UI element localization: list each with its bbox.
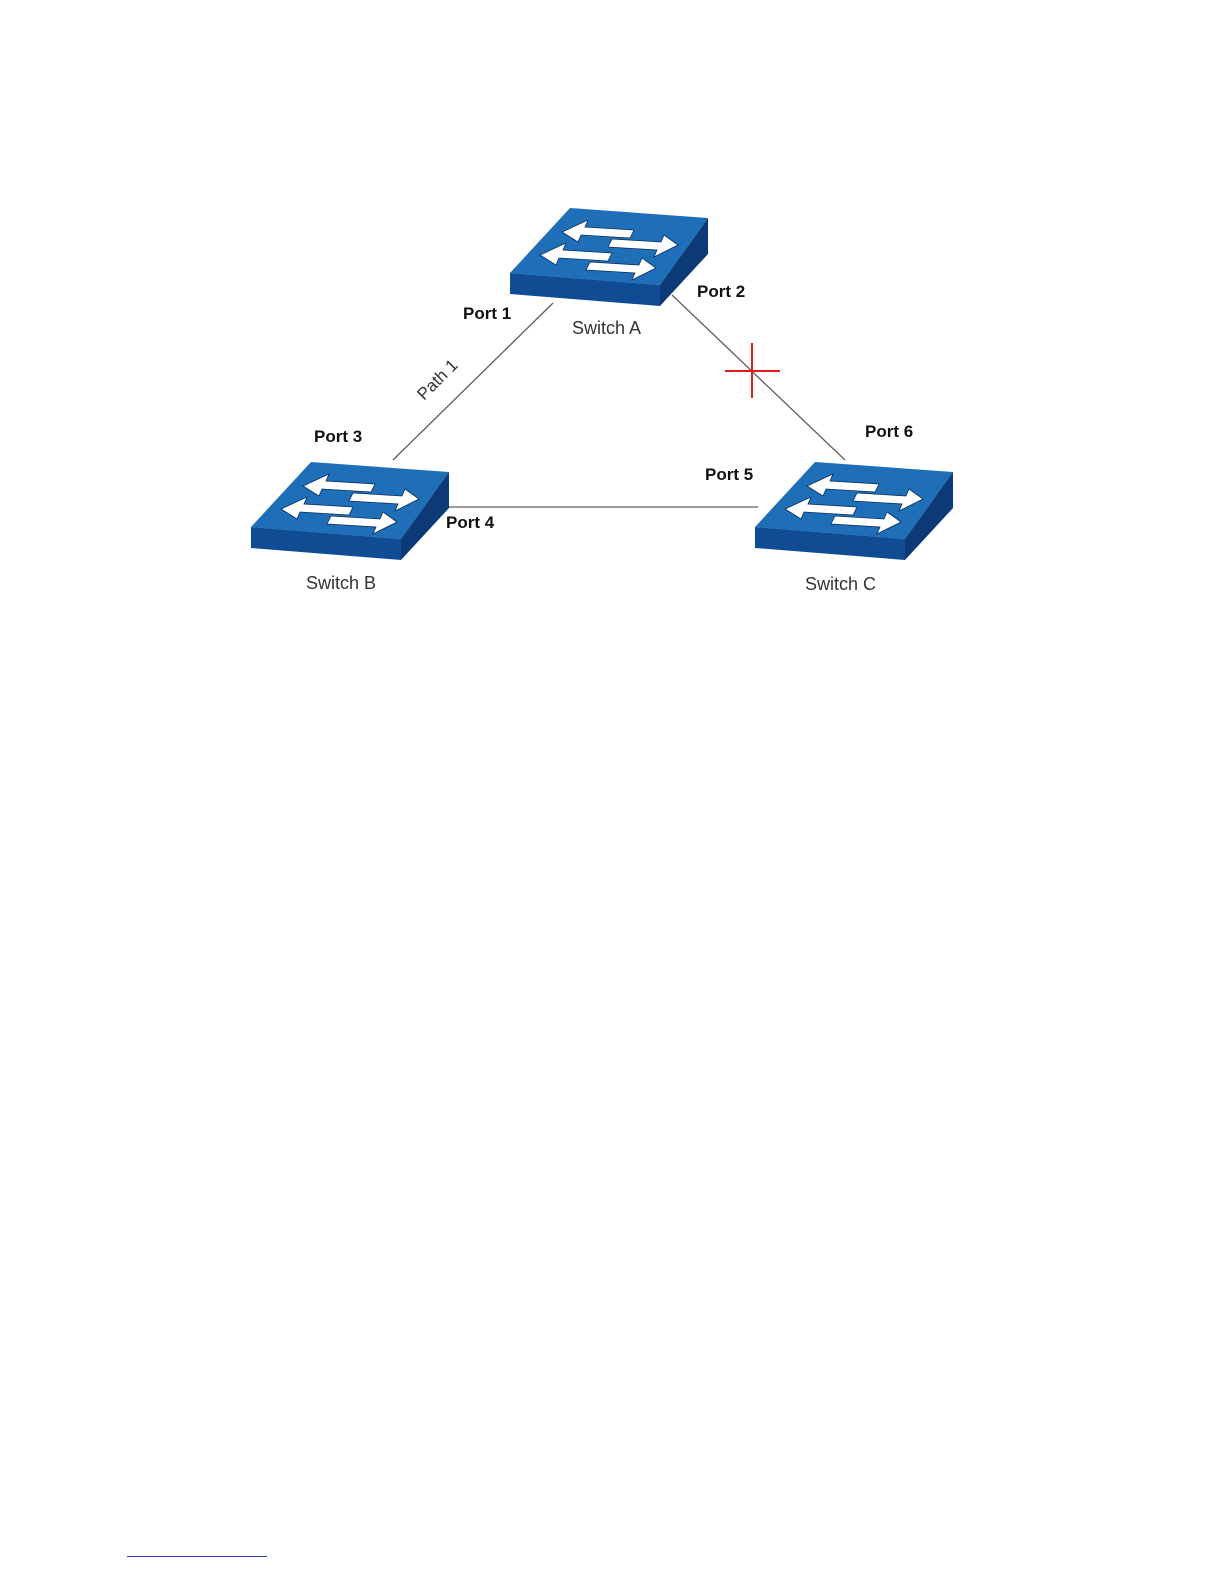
path-1-label: Path 1 [413,356,461,404]
link-a-b [393,303,553,460]
footnote-divider [127,1556,267,1557]
link-a-c [672,295,845,460]
switch-c-icon [755,462,953,560]
switch-b-icon [251,462,449,560]
port-5-label: Port 5 [705,465,753,484]
switch-c-label: Switch C [805,574,876,594]
port-1-label: Port 1 [463,304,511,323]
switch-a-icon [510,208,708,306]
port-2-label: Port 2 [697,282,745,301]
switch-a-label: Switch A [572,318,641,338]
switch-b-label: Switch B [306,573,376,593]
port-6-label: Port 6 [865,422,913,441]
port-4-label: Port 4 [446,513,495,532]
port-3-label: Port 3 [314,427,362,446]
